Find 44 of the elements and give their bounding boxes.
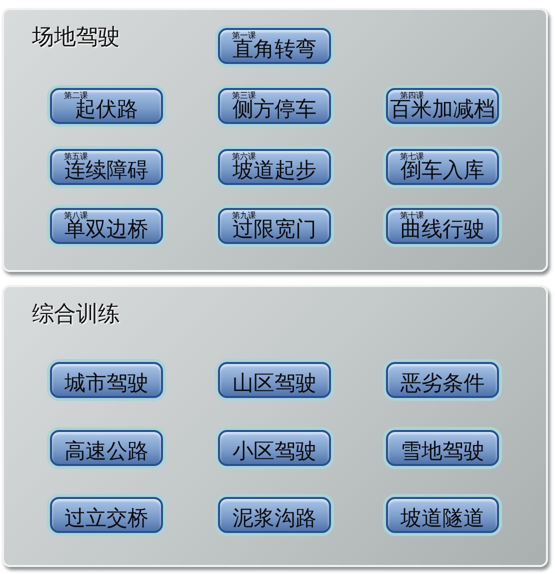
lesson-button xyxy=(386,149,499,185)
lesson-button xyxy=(218,28,331,64)
lesson-button xyxy=(50,362,163,398)
lesson-button xyxy=(50,497,163,533)
lesson-button xyxy=(50,430,163,466)
panel xyxy=(2,8,548,272)
panel xyxy=(2,285,548,567)
lesson-number: 第五课 xyxy=(64,152,88,161)
lesson-button xyxy=(50,88,163,124)
lesson-button xyxy=(218,497,331,533)
lesson-number: 第十课 xyxy=(400,211,424,220)
button-label: 雪地驾驶 xyxy=(400,439,486,463)
lesson-number: 第二课 xyxy=(64,91,88,100)
lesson-button xyxy=(218,362,331,398)
button-label: 泥浆沟路 xyxy=(232,506,318,530)
button-label: 单双边桥 xyxy=(64,217,150,241)
lesson-button xyxy=(218,208,331,244)
lesson-button xyxy=(386,497,499,533)
lesson-button xyxy=(386,430,499,466)
lesson-button xyxy=(218,149,331,185)
lesson-button xyxy=(386,208,499,244)
lesson-number: 第一课 xyxy=(232,31,256,40)
lesson-number: 第四课 xyxy=(400,91,424,100)
panel-title: 场地驾驶 xyxy=(32,24,120,52)
lesson-number: 第六课 xyxy=(232,152,256,161)
lesson-button xyxy=(50,208,163,244)
button-label: 直角转弯 xyxy=(232,37,318,61)
button-label: 山区驾驶 xyxy=(232,371,318,395)
lesson-number: 第九课 xyxy=(232,211,256,220)
lesson-button xyxy=(50,149,163,185)
button-label: 小区驾驶 xyxy=(232,439,318,463)
panel-title: 综合训练 xyxy=(32,301,120,329)
button-label: 过立交桥 xyxy=(64,506,150,530)
lesson-number: 第七课 xyxy=(400,152,424,161)
lesson-number: 第三课 xyxy=(232,91,256,100)
lesson-button xyxy=(218,88,331,124)
button-label: 城市驾驶 xyxy=(64,371,150,395)
lesson-button xyxy=(218,430,331,466)
lesson-number: 第八课 xyxy=(64,211,88,220)
button-label: 坡道隧道 xyxy=(400,506,486,530)
lesson-button xyxy=(386,88,499,124)
button-label: 高速公路 xyxy=(64,439,150,463)
lesson-button xyxy=(386,362,499,398)
button-label: 恶劣条件 xyxy=(400,371,486,395)
